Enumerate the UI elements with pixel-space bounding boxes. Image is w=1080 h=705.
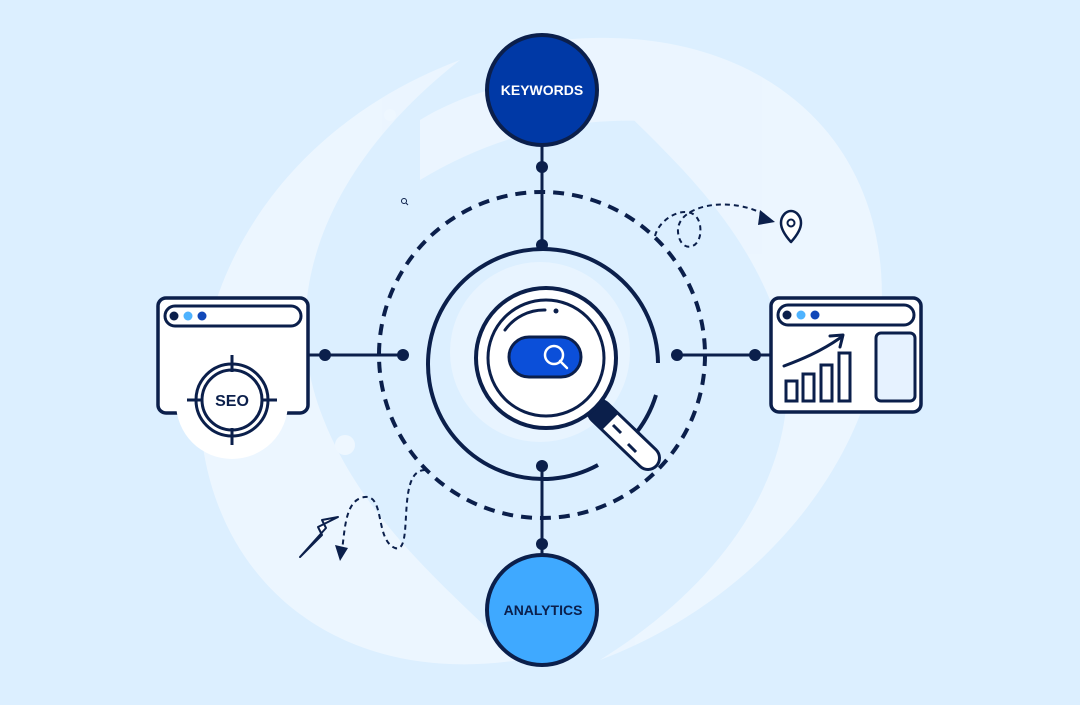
seo-badge-bg [176, 347, 288, 459]
lightning-icon [299, 516, 339, 558]
connector-dot [536, 460, 548, 472]
arrowhead [335, 545, 348, 561]
small-search-icon [401, 198, 409, 206]
seo-label: SEO [215, 393, 249, 410]
connector-dot [536, 538, 548, 550]
keywords-label: KEYWORDS [501, 82, 583, 98]
window-dot [810, 310, 820, 320]
trend-arrow-icon [782, 333, 845, 368]
analytics-browser-window [769, 296, 923, 414]
keywords-node[interactable]: KEYWORDS [485, 33, 599, 147]
window-dot [197, 311, 207, 321]
window-dot [169, 311, 179, 321]
connector-dot [319, 349, 331, 361]
target-icon [187, 355, 277, 445]
outer-dashed-ring [377, 190, 707, 520]
background-dot [335, 435, 355, 455]
arrowhead [758, 210, 775, 225]
dashed-path-top [654, 203, 766, 248]
window-dot [796, 310, 806, 320]
search-icon [543, 344, 569, 370]
search-pill[interactable] [507, 335, 583, 379]
analytics-node[interactable]: ANALYTICS [485, 553, 599, 667]
side-panel [874, 331, 917, 403]
seo-browser-window: SEO [156, 296, 310, 459]
connector-dot [671, 349, 683, 361]
analytics-label: ANALYTICS [504, 602, 583, 618]
inner-ring [426, 247, 660, 481]
connector-dot [749, 349, 761, 361]
window-dot [782, 310, 792, 320]
bar-chart-icon [784, 351, 852, 403]
connector-dot [397, 349, 409, 361]
window-dot [183, 311, 193, 321]
connector-dot [536, 161, 548, 173]
background-dot [384, 109, 396, 121]
location-pin-icon [779, 209, 803, 244]
